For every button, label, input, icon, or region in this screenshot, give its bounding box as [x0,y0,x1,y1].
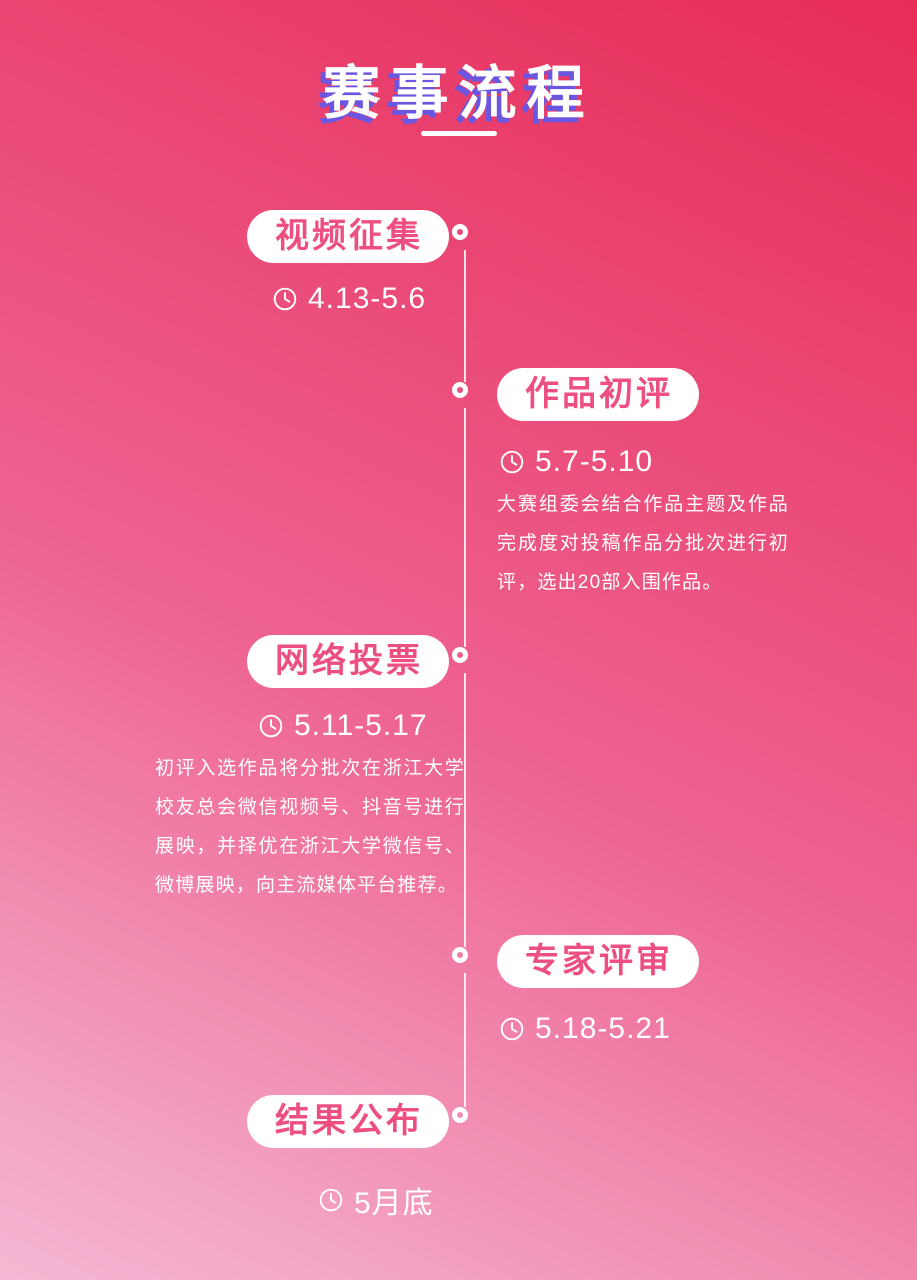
date-text: 4.13-5.6 [308,282,427,315]
timeline-node [452,224,468,240]
timeline-line-segment [464,973,466,1107]
step-date-row: 5.11-5.17 [258,709,428,743]
date-text: 5.11-5.17 [294,709,428,742]
page-title: 赛事流程 [322,61,595,126]
step-label: 作品初评 [525,375,673,413]
step-label: 专家评审 [525,942,673,980]
date-text: 5.18-5.21 [535,1012,671,1045]
step-date-row: 5月底 [318,1178,434,1222]
clock-icon [499,449,525,475]
date-text: 5.7-5.10 [535,445,654,478]
step-label: 结果公布 [275,1102,423,1140]
clock-icon [272,286,298,312]
step-date-row: 5.7-5.10 [499,445,653,479]
step-date-row: 5.18-5.21 [499,1012,671,1046]
timeline-node [452,382,468,398]
timeline-line-segment [464,408,466,647]
step-description: 初评入选作品将分批次在浙江大学校友总会微信视频号、抖音号进行展映，并择优在浙江大… [155,758,465,896]
step-description: 大赛组委会结合作品主题及作品完成度对投稿作品分批次进行初评，选出20部入围作品。 [497,494,789,593]
step-pill-preliminary-review: 作品初评 [497,368,699,421]
clock-icon [318,1187,344,1213]
timeline-node [452,947,468,963]
clock-icon [258,713,284,739]
step-date-row: 4.13-5.6 [272,282,426,316]
date-text: 5月底 [354,1187,434,1220]
timeline-node [452,647,468,663]
step-pill-online-voting: 网络投票 [247,635,449,688]
title-underline [420,131,497,136]
step-label: 视频征集 [275,217,423,255]
step-label: 网络投票 [275,642,423,680]
step-pill-expert-review: 专家评审 [497,935,699,988]
step-pill-video-collection: 视频征集 [247,210,449,263]
clock-icon [499,1016,525,1042]
step-pill-results-announcement: 结果公布 [247,1095,449,1148]
timeline-line-segment [464,673,466,947]
timeline-node [452,1107,468,1123]
timeline-line-segment [464,250,466,382]
